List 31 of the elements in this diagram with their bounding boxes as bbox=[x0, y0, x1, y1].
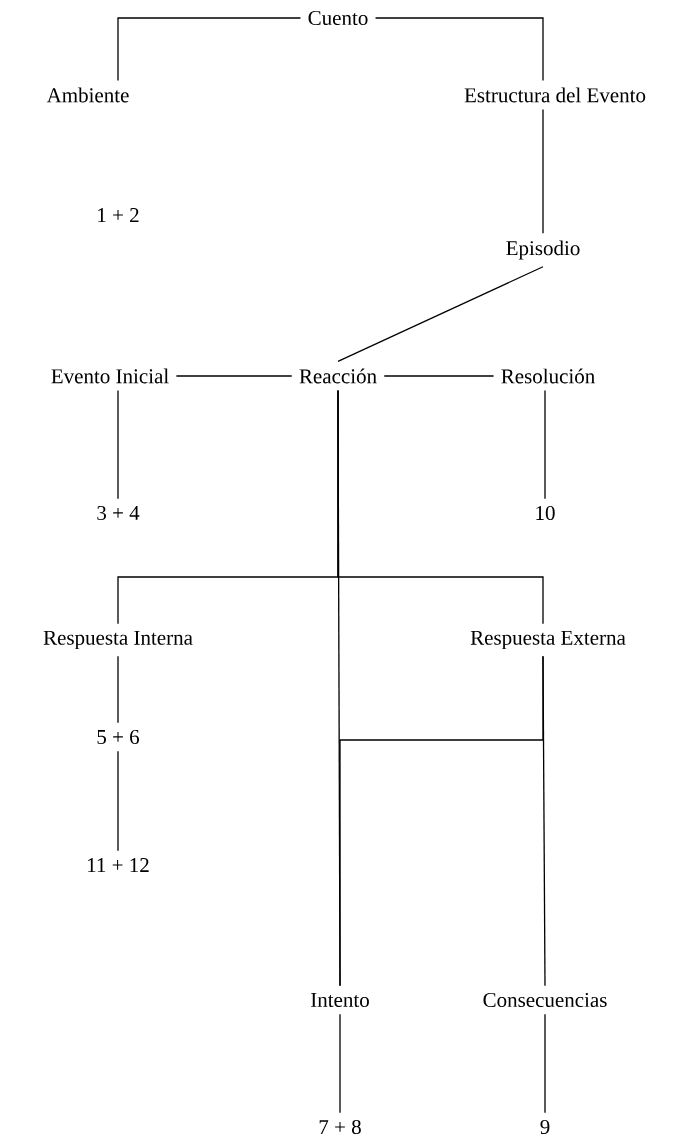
connector-line bbox=[339, 655, 544, 987]
connector-line bbox=[544, 389, 546, 500]
node-label: Consecuencias bbox=[483, 992, 607, 1008]
node-label: Episodio bbox=[506, 240, 580, 260]
connector-line bbox=[117, 389, 119, 500]
node-label: Resolución bbox=[501, 368, 595, 384]
node-label: 7 + 8 bbox=[319, 1119, 361, 1135]
node-label: 9 bbox=[540, 1119, 550, 1135]
number-label: 1 + 2 bbox=[98, 208, 139, 222]
connector-line bbox=[337, 266, 544, 363]
connector-line bbox=[117, 655, 119, 724]
connector-line bbox=[339, 1013, 341, 1114]
connector-line bbox=[544, 1013, 546, 1114]
node-label: Reacción bbox=[299, 368, 377, 384]
node-label: Ambiente bbox=[46, 87, 129, 103]
node-label: 3 + 4 bbox=[97, 505, 140, 521]
node-label: Intento bbox=[311, 993, 369, 1007]
connector-line bbox=[117, 17, 302, 82]
node-label: 10 bbox=[536, 505, 555, 521]
node-label: Estructura del Evento bbox=[464, 87, 646, 103]
node-label: Evento Inicial bbox=[51, 368, 169, 384]
node-label: 5 + 6 bbox=[97, 729, 140, 745]
connector-line bbox=[374, 17, 544, 82]
connector-line bbox=[117, 750, 119, 852]
connector-line bbox=[542, 108, 544, 234]
node-label: Respuesta Interna bbox=[43, 630, 193, 650]
connector-line bbox=[383, 375, 495, 377]
node-label: Respuesta Externa bbox=[470, 630, 626, 650]
node-label: 11 + 12 bbox=[88, 858, 149, 872]
connector-line bbox=[175, 375, 293, 377]
node-label: Cuento bbox=[308, 10, 368, 26]
